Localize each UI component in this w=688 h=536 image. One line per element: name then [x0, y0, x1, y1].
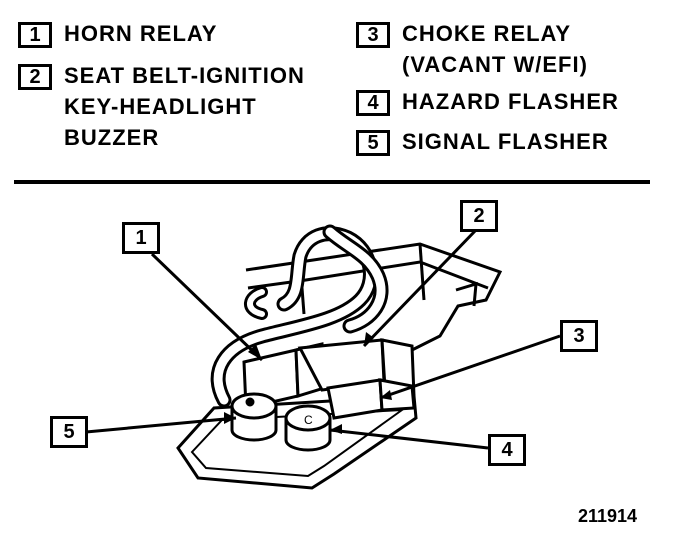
callout-1: 1: [122, 222, 160, 254]
signal-flasher-can: [230, 392, 278, 442]
legend-label-signal-flasher: SIGNAL FLASHER: [402, 129, 609, 154]
leader-line-1: [150, 252, 264, 362]
legend-label-horn-relay: HORN RELAY: [64, 21, 218, 46]
legend-label-hazard-flasher: HAZARD FLASHER: [402, 89, 619, 114]
leader-line-5: [85, 416, 237, 434]
legend-number-3: 3: [356, 22, 390, 48]
leader-lines: [85, 228, 561, 450]
legend-number-4: 4: [356, 90, 390, 116]
callout-2: 2: [460, 200, 498, 232]
legend-label-choke-relay: CHOKE RELAY (VACANT W/EFI): [402, 21, 588, 77]
legend-number-5: 5: [356, 130, 390, 156]
figure-id: 211914: [578, 506, 638, 526]
hazard-flasher-can: C: [284, 404, 332, 452]
legend-number-1: 1: [18, 22, 52, 48]
leader-line-4: [329, 428, 489, 450]
legend-item-buzzer: 2 SEAT BELT-IGNITION KEY-HEADLIGHT BUZZE…: [18, 63, 305, 153]
arrowheads: [224, 332, 392, 434]
relay-modules: [242, 338, 416, 420]
legend-label-buzzer: SEAT BELT-IGNITION KEY-HEADLIGHT BUZZER: [64, 63, 305, 150]
callout-4: 4: [488, 434, 526, 466]
svg-text:C: C: [304, 413, 313, 427]
legend-item-horn-relay: 1 HORN RELAY: [18, 21, 217, 49]
legend-item-choke-relay: 3 CHOKE RELAY (VACANT W/EFI): [356, 21, 588, 80]
leader-line-3: [379, 334, 561, 400]
legend-number-2: 2: [18, 64, 52, 90]
legend-item-signal-flasher: 5 SIGNAL FLASHER: [356, 129, 609, 157]
leader-line-2: [362, 228, 478, 348]
legend-item-hazard-flasher: 4 HAZARD FLASHER: [356, 89, 619, 117]
callout-3: 3: [560, 320, 598, 352]
callout-5: 5: [50, 416, 88, 448]
section-divider: [14, 180, 650, 184]
